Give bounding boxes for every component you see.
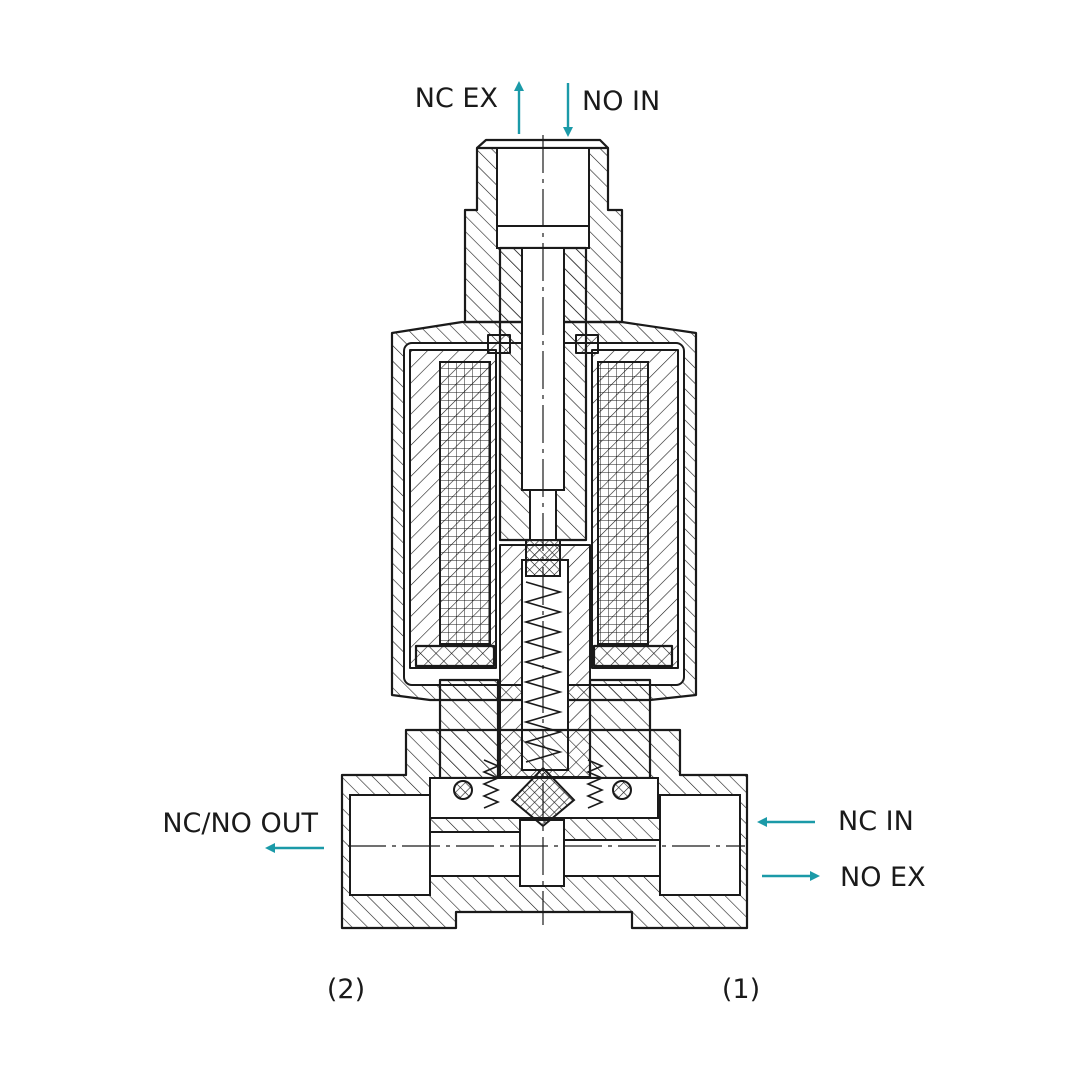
coil-winding-left <box>409 349 497 669</box>
no-in-label: NO IN <box>582 86 660 117</box>
no-ex-label: NO EX <box>840 862 926 893</box>
coil-winding-right <box>591 349 679 669</box>
nc-no-out-label: NC/NO OUT <box>162 808 318 839</box>
port-2-label: (2) <box>327 974 365 1005</box>
flow-arrows <box>265 81 820 881</box>
port-1-label: (1) <box>722 974 760 1005</box>
nc-ex-label: NC EX <box>415 83 498 114</box>
nc-in-label: NC IN <box>838 806 914 837</box>
valve-body <box>340 728 749 930</box>
